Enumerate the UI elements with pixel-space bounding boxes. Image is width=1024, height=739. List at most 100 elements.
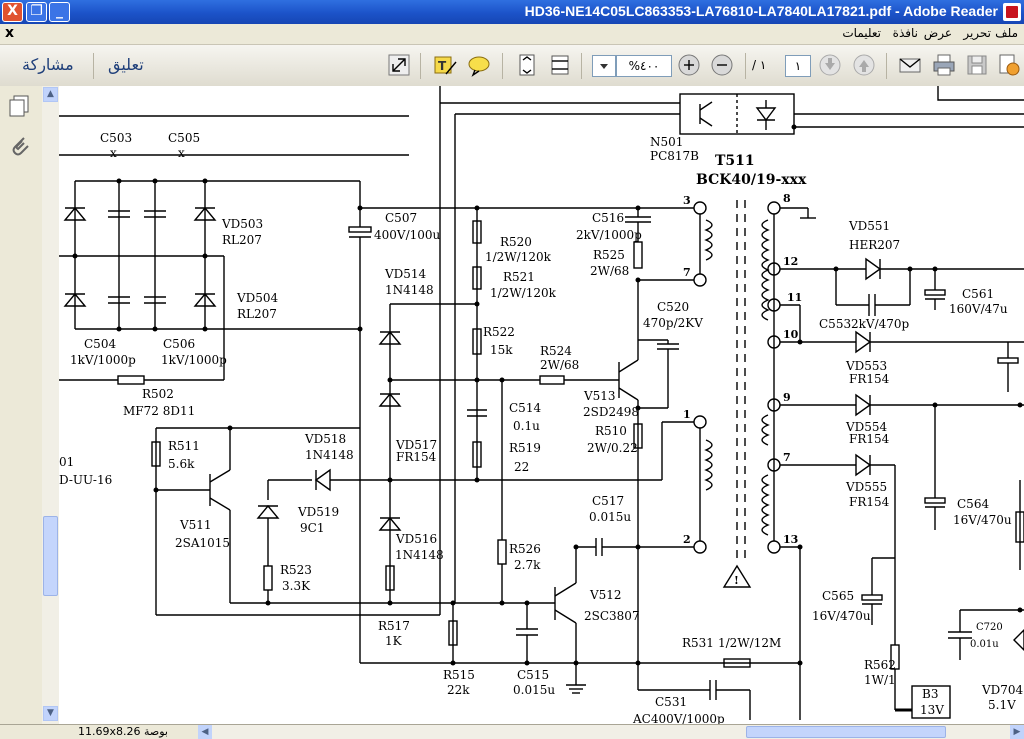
typewriter-icon[interactable]: T: [432, 52, 458, 78]
vd551-value: HER207: [849, 238, 900, 252]
c516-value: 2kV/1000p: [576, 228, 642, 242]
page-number-input[interactable]: ١: [785, 55, 811, 77]
r502-value: MF72 8D11: [123, 404, 195, 418]
attachments-icon[interactable]: [8, 134, 32, 158]
comment-bubble-icon[interactable]: [466, 52, 492, 78]
r522-value: 15k: [490, 343, 513, 357]
pin-label: 10: [783, 328, 799, 341]
c561-label: C561: [962, 287, 994, 301]
pages-icon[interactable]: [8, 94, 32, 118]
pin-label: 1: [683, 408, 691, 421]
r525-label: R525: [593, 248, 625, 262]
comment-button[interactable]: تعليق: [108, 55, 144, 74]
page-total: / ١: [752, 58, 767, 72]
horizontal-scrollbar[interactable]: ◀ ▶: [198, 725, 1024, 739]
email-icon[interactable]: [897, 52, 923, 78]
r517-value: 1K: [385, 634, 403, 648]
r524-value: 2W/68: [540, 358, 579, 372]
expand-icon[interactable]: [386, 52, 412, 78]
vd514-value: 1N4148: [385, 283, 434, 297]
c517-label: C517: [592, 494, 624, 508]
fit-width-icon[interactable]: [547, 52, 573, 78]
horizontal-scroll-thumb[interactable]: [746, 726, 946, 738]
zoom-out-icon[interactable]: [709, 52, 735, 78]
toolbar-separator: [745, 53, 746, 79]
r523-label: R523: [280, 563, 312, 577]
r520-label: R520: [500, 235, 532, 249]
c561-value: 160V/47u: [949, 302, 1008, 316]
vd518-value: 1N4148: [305, 448, 354, 462]
c506-value: 1kV/1000p: [161, 353, 227, 367]
vd553-label: VD553: [845, 359, 887, 373]
save-icon[interactable]: [964, 52, 990, 78]
print-icon[interactable]: [931, 52, 957, 78]
toolbar-separator: [420, 53, 421, 79]
toolbar-separator: [93, 53, 94, 79]
minimize-window-button[interactable]: _: [49, 2, 70, 22]
menu-edit[interactable]: تحرير: [963, 26, 991, 40]
r531-label: R531: [682, 636, 714, 650]
pin-label: 7: [683, 266, 691, 279]
pin-label: 3: [683, 194, 691, 207]
page-down-icon[interactable]: [817, 52, 843, 78]
r523-value: 3.3K: [282, 579, 311, 593]
menu-help[interactable]: تعليمات: [842, 26, 881, 40]
page-size-text: 11.69x8.26 بوصة: [78, 725, 168, 738]
navigation-panel: [0, 86, 43, 724]
partial-label: D-UU-16: [59, 473, 112, 487]
c503-value: x: [110, 146, 117, 160]
share-button[interactable]: مشاركة: [22, 55, 74, 74]
scroll-down-arrow-icon[interactable]: ▼: [43, 706, 58, 721]
zoom-input[interactable]: %٤٠٠: [616, 55, 672, 77]
partial-label: 01: [59, 455, 74, 469]
restore-window-button[interactable]: ❐: [26, 2, 47, 22]
zoom-dropdown-button[interactable]: [592, 55, 616, 77]
vd516-label: VD516: [395, 532, 437, 546]
t511-value: BCK40/19-xxx: [696, 172, 807, 188]
r511-label: R511: [168, 439, 200, 453]
zoom-in-icon[interactable]: [676, 52, 702, 78]
t511-label: T511: [715, 153, 755, 169]
c517-value: 0.015u: [589, 510, 631, 524]
c504-value: 1kV/1000p: [70, 353, 136, 367]
menu-view[interactable]: عرض: [923, 26, 952, 40]
document-view[interactable]: C503 x C505 x VD503 RL207 VD504 RL207 C5…: [59, 86, 1024, 724]
adobe-reader-icon: [1003, 3, 1021, 21]
scroll-right-arrow-icon[interactable]: ▶: [1010, 725, 1024, 739]
menu-bar: x ملف تحرير عرض نافذة تعليمات: [0, 24, 1024, 45]
close-window-button[interactable]: X: [2, 2, 23, 22]
save-copy-icon[interactable]: [996, 52, 1022, 78]
n501-value: PC817B: [650, 149, 699, 163]
c516-label: C516: [592, 211, 624, 225]
r519-value: 22: [514, 460, 529, 474]
b3-label: B3: [922, 687, 938, 701]
page-up-icon[interactable]: [851, 52, 877, 78]
vd551-label: VD551: [848, 219, 890, 233]
vd704-value: 5.1V: [988, 698, 1016, 712]
r520-value: 1/2W/120k: [485, 250, 552, 264]
scroll-up-arrow-icon[interactable]: ▲: [43, 87, 58, 102]
r510-value: 2W/0.22: [587, 441, 638, 455]
r515-value: 22k: [447, 683, 470, 697]
pin-label: 13: [783, 533, 798, 546]
menu-file[interactable]: ملف: [995, 26, 1018, 40]
status-bar: 11.69x8.26 بوصة ◀ ▶: [0, 724, 1024, 739]
fit-page-icon[interactable]: [514, 52, 540, 78]
c565-label: C565: [822, 589, 854, 603]
scroll-left-arrow-icon[interactable]: ◀: [198, 725, 212, 739]
v512-label: V512: [589, 588, 622, 602]
vertical-scroll-thumb[interactable]: [43, 516, 58, 596]
pin-label: 11: [787, 291, 802, 304]
menu-window[interactable]: نافذة: [892, 26, 918, 40]
c514-label: C514: [509, 401, 541, 415]
c505-label: C505: [168, 131, 200, 145]
v513-value: 2SD2498: [583, 405, 639, 419]
c515-value: 0.015u: [513, 683, 555, 697]
close-document-icon[interactable]: x: [5, 25, 15, 41]
c565-value: 16V/470u: [812, 609, 871, 623]
c506-label: C506: [163, 337, 195, 351]
v511-value: 2SA1015: [175, 536, 230, 550]
vd553-value: FR154: [849, 372, 890, 386]
warning-icon: !: [734, 574, 739, 587]
vertical-scrollbar[interactable]: ▲ ▼: [42, 86, 60, 724]
